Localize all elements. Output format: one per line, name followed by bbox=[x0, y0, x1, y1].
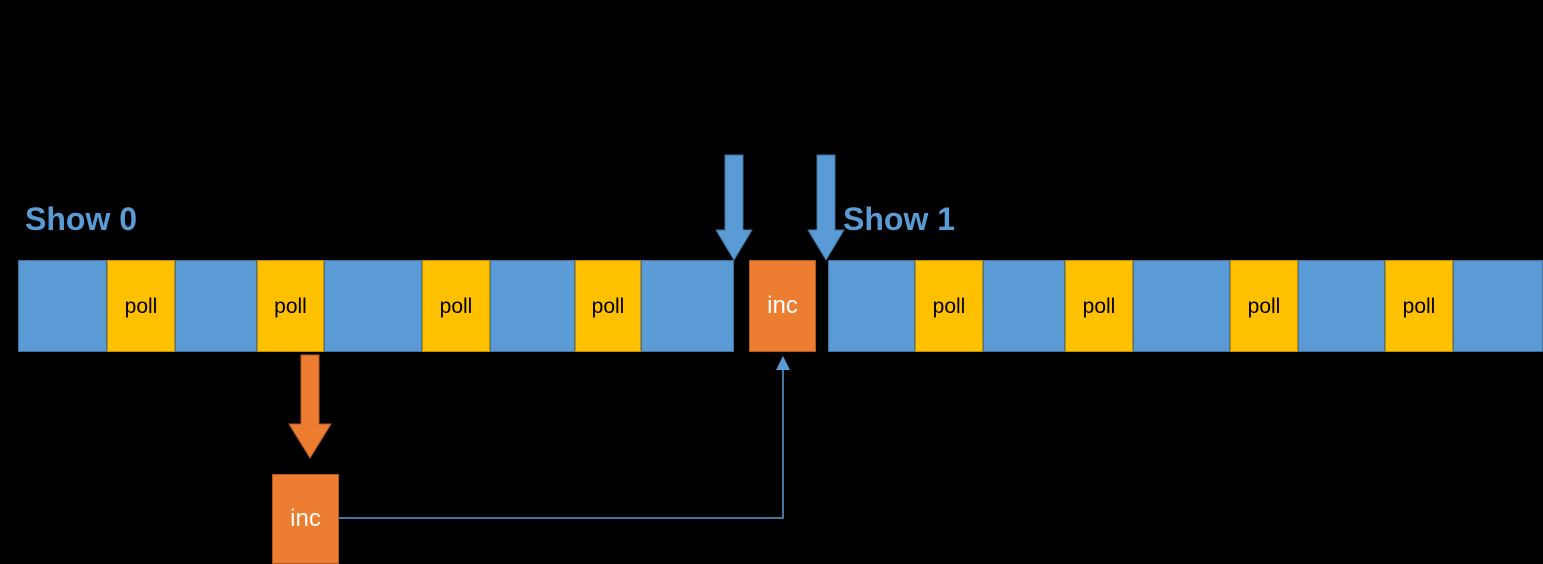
poll-block-label: poll bbox=[1082, 294, 1116, 318]
poll-block[interactable]: poll bbox=[107, 260, 175, 352]
show-0-label: Show 0 bbox=[25, 201, 138, 237]
poll-block-label: poll bbox=[1247, 294, 1281, 318]
poll-block[interactable]: poll bbox=[575, 260, 641, 352]
poll-block-label: poll bbox=[1402, 294, 1436, 318]
inc-feedback-arrowhead-icon bbox=[776, 356, 790, 370]
inc-feedback-connector bbox=[339, 366, 784, 519]
idle-block[interactable] bbox=[828, 260, 915, 352]
show-1-label: Show 1 bbox=[843, 201, 956, 237]
idle-block[interactable] bbox=[324, 260, 422, 352]
idle-block[interactable] bbox=[490, 260, 575, 352]
idle-block[interactable] bbox=[1133, 260, 1230, 352]
poll-block-label: poll bbox=[439, 294, 473, 318]
idle-block[interactable] bbox=[18, 260, 107, 352]
poll-block[interactable]: poll bbox=[257, 260, 324, 352]
idle-block[interactable] bbox=[175, 260, 257, 352]
poll-block[interactable]: poll bbox=[1230, 260, 1298, 352]
inc-block-bottom-label: inc bbox=[290, 505, 321, 532]
inc-block-top[interactable]: inc bbox=[749, 260, 816, 352]
idle-block[interactable] bbox=[641, 260, 734, 352]
poll-block[interactable]: poll bbox=[422, 260, 490, 352]
poll-block-label: poll bbox=[932, 294, 966, 318]
inc-dispatch-arrow-icon bbox=[288, 354, 332, 459]
inc-block-top-label: inc bbox=[767, 292, 798, 319]
idle-block[interactable] bbox=[983, 260, 1065, 352]
show-boundary-arrow-2-icon bbox=[807, 154, 845, 261]
show-boundary-arrow-1-icon bbox=[715, 154, 753, 261]
poll-block[interactable]: poll bbox=[1065, 260, 1133, 352]
idle-block[interactable] bbox=[1453, 260, 1543, 352]
inc-block-bottom[interactable]: inc bbox=[272, 474, 339, 564]
poll-block-label: poll bbox=[274, 294, 307, 318]
poll-block[interactable]: poll bbox=[915, 260, 983, 352]
poll-block-label: poll bbox=[591, 294, 625, 318]
poll-block-label: poll bbox=[124, 294, 158, 318]
poll-block[interactable]: poll bbox=[1385, 260, 1453, 352]
idle-block[interactable] bbox=[1298, 260, 1385, 352]
